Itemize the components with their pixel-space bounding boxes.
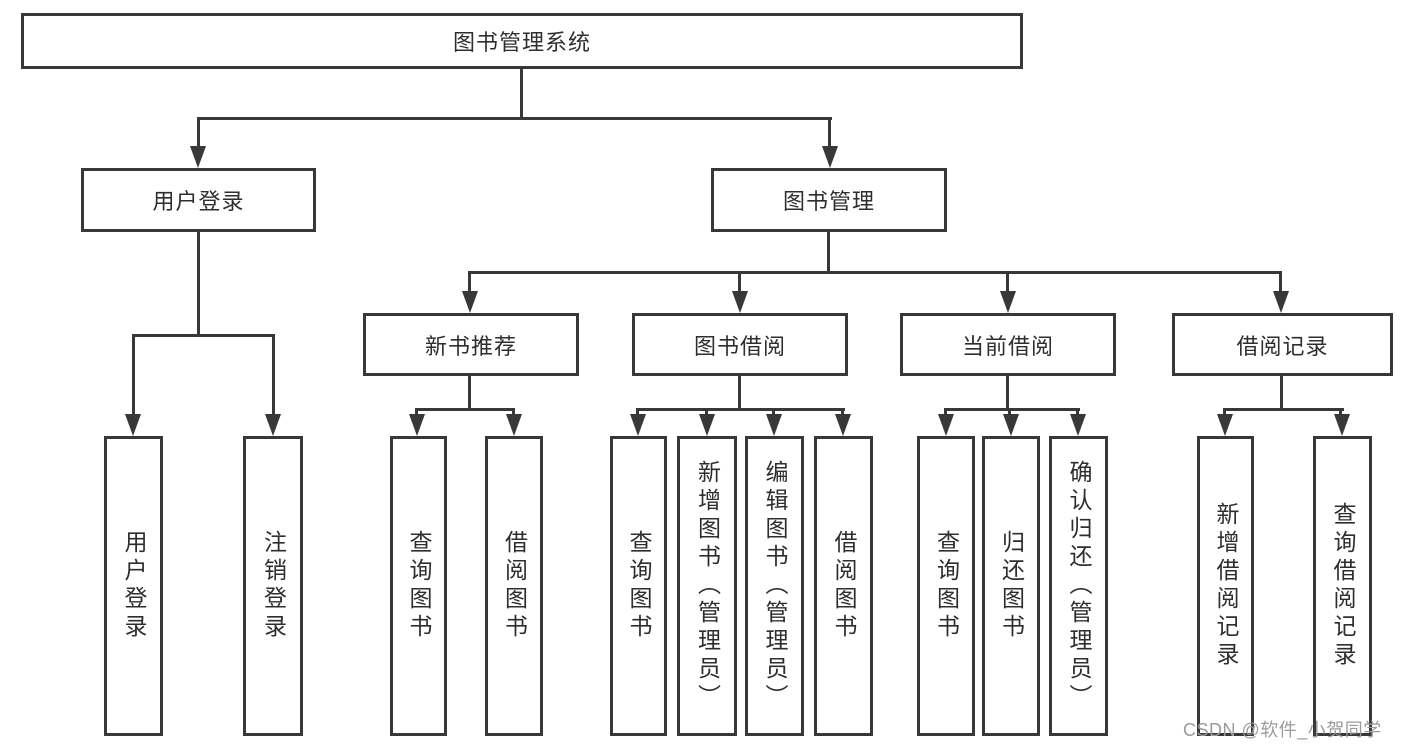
arrow-down-icon bbox=[1273, 291, 1289, 313]
connector-line bbox=[637, 408, 845, 411]
node-borrow-record-label: 借阅记录 bbox=[1236, 333, 1329, 359]
arrow-down-icon bbox=[1334, 414, 1350, 436]
connector-line bbox=[1223, 408, 1226, 418]
node-leaf-user-login: 用户登录 bbox=[104, 436, 163, 736]
connector-line bbox=[738, 376, 741, 410]
node-leaf-borrow-book: 借阅图书 bbox=[814, 436, 873, 736]
connector-line bbox=[415, 408, 515, 411]
node-leaf-current-query-book-label: 查询图书 bbox=[933, 530, 960, 642]
connector-line bbox=[468, 376, 471, 410]
connector-line bbox=[197, 117, 200, 147]
arrow-down-icon bbox=[462, 291, 478, 313]
node-leaf-user-login-label: 用户登录 bbox=[121, 530, 147, 642]
node-leaf-add-book-admin: 新增图书（管理员） bbox=[677, 436, 737, 736]
node-current-borrow-label: 当前借阅 bbox=[961, 333, 1054, 359]
arrow-down-icon bbox=[822, 146, 838, 168]
node-user-login-label: 用户登录 bbox=[152, 189, 245, 214]
arrow-down-icon bbox=[1003, 414, 1019, 436]
node-leaf-return-book: 归还图书 bbox=[982, 436, 1040, 736]
connector-line bbox=[1279, 271, 1282, 293]
connector-line bbox=[132, 334, 135, 416]
node-root-label: 图书管理系统 bbox=[452, 30, 591, 55]
node-book-management: 图书管理 bbox=[711, 168, 947, 232]
csdn-watermark: CSDN @软件_小贺同学 bbox=[1183, 720, 1382, 740]
node-book-management-label: 图书管理 bbox=[782, 189, 875, 214]
arrow-down-icon bbox=[125, 414, 141, 436]
node-leaf-recommend-borrow-book: 借阅图书 bbox=[485, 436, 543, 736]
node-leaf-recommend-borrow-book-label: 借阅图书 bbox=[501, 530, 528, 642]
node-leaf-borrow-query-book-label: 查询图书 bbox=[626, 530, 652, 642]
connector-line bbox=[944, 408, 1080, 411]
node-leaf-add-borrow-record: 新增借阅记录 bbox=[1197, 436, 1254, 736]
connector-line bbox=[705, 408, 708, 418]
node-leaf-confirm-return-admin: 确认归还（管理员） bbox=[1049, 436, 1108, 736]
connector-line bbox=[636, 408, 639, 418]
node-leaf-borrow-book-label: 借阅图书 bbox=[831, 530, 857, 642]
arrow-down-icon bbox=[409, 414, 425, 436]
arrow-down-icon bbox=[506, 414, 522, 436]
arrow-down-icon bbox=[835, 414, 851, 436]
node-root: 图书管理系统 bbox=[21, 13, 1023, 69]
arrow-down-icon bbox=[699, 414, 715, 436]
node-new-book-recommend: 新书推荐 bbox=[363, 313, 579, 376]
connector-line bbox=[468, 271, 1281, 274]
node-borrow-record: 借阅记录 bbox=[1172, 313, 1393, 376]
node-leaf-current-query-book: 查询图书 bbox=[917, 436, 975, 736]
node-leaf-recommend-query-book: 查询图书 bbox=[390, 436, 447, 736]
node-current-borrow: 当前借阅 bbox=[900, 313, 1116, 376]
arrow-down-icon bbox=[1000, 291, 1016, 313]
connector-line bbox=[520, 69, 523, 119]
connector-line bbox=[197, 232, 200, 336]
connector-line bbox=[468, 271, 471, 293]
arrow-down-icon bbox=[1217, 414, 1233, 436]
connector-line bbox=[1006, 271, 1009, 293]
connector-line bbox=[1280, 376, 1283, 410]
node-leaf-query-borrow-record-label: 查询借阅记录 bbox=[1330, 502, 1356, 670]
node-user-login: 用户登录 bbox=[81, 168, 316, 232]
connector-line bbox=[1076, 408, 1079, 418]
arrow-down-icon bbox=[630, 414, 646, 436]
connector-line bbox=[772, 408, 775, 418]
node-leaf-query-borrow-record: 查询借阅记录 bbox=[1313, 436, 1372, 736]
node-leaf-logout-label: 注销登录 bbox=[260, 530, 287, 642]
connector-line bbox=[1223, 408, 1344, 411]
connector-line bbox=[1339, 408, 1342, 418]
arrow-down-icon bbox=[766, 414, 782, 436]
connector-line bbox=[738, 271, 741, 293]
node-book-borrow-label: 图书借阅 bbox=[693, 333, 786, 359]
node-leaf-return-book-label: 归还图书 bbox=[998, 530, 1025, 642]
connector-line bbox=[272, 334, 275, 416]
node-leaf-edit-book-admin-label: 编辑图书（管理员） bbox=[762, 460, 788, 712]
node-leaf-recommend-query-book-label: 查询图书 bbox=[406, 530, 432, 642]
connector-line bbox=[415, 408, 418, 418]
arrow-down-icon bbox=[1070, 414, 1086, 436]
connector-line bbox=[828, 117, 831, 147]
connector-line bbox=[132, 334, 275, 337]
node-leaf-confirm-return-admin-label: 确认归还（管理员） bbox=[1066, 460, 1092, 712]
node-leaf-add-book-admin-label: 新增图书（管理员） bbox=[694, 460, 721, 712]
connector-line bbox=[197, 117, 832, 120]
node-leaf-edit-book-admin: 编辑图书（管理员） bbox=[745, 436, 804, 736]
arrow-down-icon bbox=[265, 414, 281, 436]
connector-line bbox=[1006, 376, 1009, 410]
node-book-borrow: 图书借阅 bbox=[632, 313, 848, 376]
arrow-down-icon bbox=[190, 146, 206, 168]
node-new-book-recommend-label: 新书推荐 bbox=[424, 333, 517, 359]
arrow-down-icon bbox=[938, 414, 954, 436]
node-leaf-logout: 注销登录 bbox=[243, 436, 303, 736]
connector-line bbox=[827, 232, 830, 273]
connector-line bbox=[841, 408, 844, 418]
arrow-down-icon bbox=[732, 291, 748, 313]
connector-line bbox=[512, 408, 515, 418]
node-leaf-add-borrow-record-label: 新增借阅记录 bbox=[1213, 502, 1239, 670]
connector-line bbox=[944, 408, 947, 418]
connector-line bbox=[1008, 408, 1011, 418]
node-leaf-borrow-query-book: 查询图书 bbox=[610, 436, 667, 736]
